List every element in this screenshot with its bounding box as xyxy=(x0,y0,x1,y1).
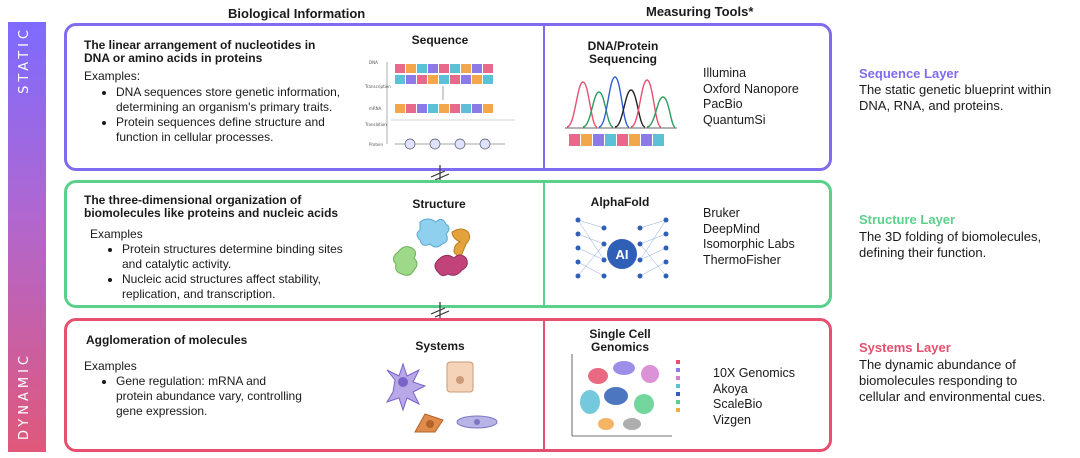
tool-name: QuantumSi xyxy=(703,112,766,127)
sequence-examples-label: Examples: xyxy=(84,69,141,83)
tool-name: Bruker xyxy=(703,206,740,220)
tool-name: Vizgen xyxy=(713,412,751,427)
sequencing-chromatogram-icon xyxy=(565,76,677,146)
structure-examples-list: Protein structures determine binding sit… xyxy=(106,242,362,302)
systems-example: Gene regulation: mRNA and protein abunda… xyxy=(116,374,306,419)
ai-badge-label: AI xyxy=(616,247,629,262)
svg-text:DNA: DNA xyxy=(369,60,378,65)
sequence-example: Protein sequences define structure and f… xyxy=(116,115,346,145)
tool-name: Akoya xyxy=(713,381,748,396)
biological-information-header: Biological Information xyxy=(228,6,366,21)
systems-divider xyxy=(543,320,545,450)
alphafold-neural-network-icon: AI xyxy=(575,217,669,279)
tool-name: Isomorphic Labs xyxy=(703,237,795,251)
cells-illustration xyxy=(385,361,498,433)
tool-name: Illumina xyxy=(703,66,747,80)
sequence-image-title: Sequence xyxy=(411,33,469,47)
single-cell-umap-plot xyxy=(571,354,680,437)
svg-text:Translation: Translation xyxy=(365,122,387,127)
structure-layer-description: The 3D folding of biomolecules, defining… xyxy=(859,229,1042,260)
tool-name: DeepMind xyxy=(703,221,760,236)
structure-tools-list: Bruker DeepMind Isomorphic Labs ThermoFi… xyxy=(703,206,795,268)
protein-structures-illustration xyxy=(392,218,471,277)
sequence-tools-list: Illumina Oxford Nanopore PacBio QuantumS… xyxy=(703,66,799,128)
structure-image-title: Structure xyxy=(412,197,466,211)
tool-name: Oxford Nanopore xyxy=(703,81,799,96)
sequence-layer-description: The static genetic blueprint within DNA,… xyxy=(859,82,1052,113)
systems-examples-list: Gene regulation: mRNA and protein abunda… xyxy=(100,374,306,419)
systems-tools-list: 10X Genomics Akoya ScaleBio Vizgen xyxy=(713,366,795,428)
measuring-tools-header: Measuring Tools* xyxy=(646,4,754,19)
sequence-examples-list: DNA sequences store genetic information,… xyxy=(100,85,346,145)
systems-layer-description: The dynamic abundance of biomolecules re… xyxy=(859,357,1046,404)
systems-image-title: Systems xyxy=(415,339,465,353)
tool-name: 10X Genomics xyxy=(713,366,795,380)
systems-box xyxy=(64,318,832,452)
systems-examples-label: Examples xyxy=(84,359,137,373)
sequence-divider xyxy=(543,25,545,169)
structure-tool-title: AlphaFold xyxy=(590,195,650,209)
structure-box xyxy=(64,180,832,308)
sequence-title: The linear arrangement of nucleotides in… xyxy=(84,38,316,65)
systems-layer-title: Systems Layer xyxy=(859,340,951,355)
tool-name: ScaleBio xyxy=(713,397,763,411)
svg-text:Protein: Protein xyxy=(369,142,383,147)
tool-name: ThermoFisher xyxy=(703,252,781,267)
static-label: STATIC xyxy=(17,26,32,94)
structure-layer-title: Structure Layer xyxy=(859,212,956,227)
sequence-box xyxy=(64,23,832,171)
structure-divider xyxy=(543,182,545,306)
sequence-example: DNA sequences store genetic information,… xyxy=(116,85,346,115)
structure-example: Protein structures determine binding sit… xyxy=(122,242,362,272)
tool-name: PacBio xyxy=(703,97,743,111)
structure-title: The three-dimensional organization of bi… xyxy=(84,193,339,220)
structure-example: Nucleic acid structures affect stability… xyxy=(122,272,362,302)
sequence-layer-title: Sequence Layer xyxy=(859,66,959,81)
structure-examples-label: Examples xyxy=(90,227,143,241)
systems-tool-title: Single Cell Genomics xyxy=(589,327,651,354)
svg-text:mRNA: mRNA xyxy=(369,106,382,111)
svg-text:Transcription: Transcription xyxy=(365,84,391,89)
dynamic-label: DYNAMIC xyxy=(17,352,32,440)
systems-title: Agglomeration of molecules xyxy=(86,333,248,347)
sequence-tool-title: DNA/Protein Sequencing xyxy=(587,39,659,66)
static-dynamic-gradient-bar xyxy=(8,22,46,452)
